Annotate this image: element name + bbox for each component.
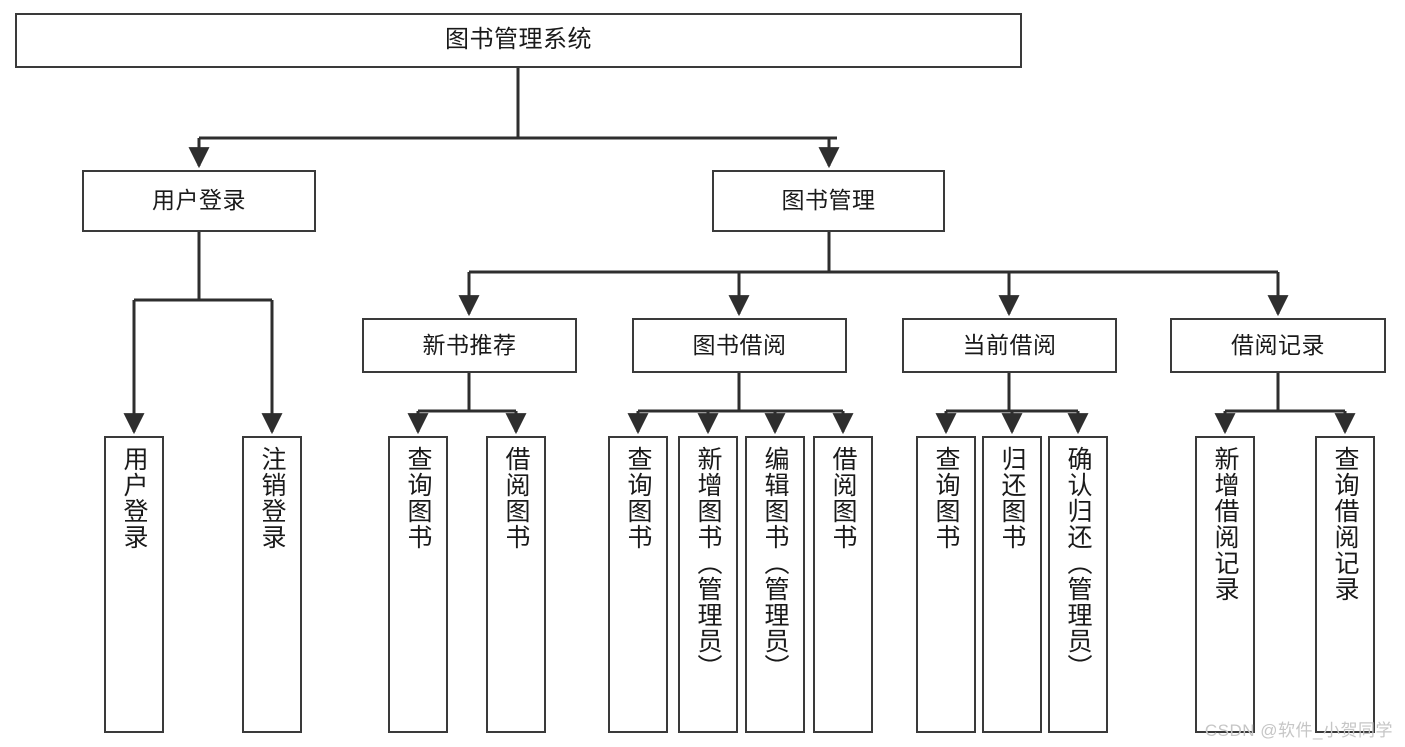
node-leaf-query-record[interactable]: 查询借阅记录 [1315, 436, 1375, 733]
csdn-watermark: CSDN @软件_小贺同学 [1204, 721, 1393, 740]
node-leaf-query-book-1[interactable]: 查询图书 [388, 436, 448, 733]
node-root[interactable]: 图书管理系统 [15, 13, 1022, 68]
node-book-borrow[interactable]: 图书借阅 [632, 318, 847, 373]
node-leaf-borrow-book-1-label: 借阅图书 [502, 446, 530, 550]
node-leaf-logout[interactable]: 注销登录 [242, 436, 302, 733]
node-leaf-query-record-label: 查询借阅记录 [1331, 446, 1359, 602]
node-leaf-edit-book-label: 编辑图书（管理员） [761, 446, 789, 680]
node-leaf-return-book-label: 归还图书 [998, 446, 1026, 550]
node-leaf-query-book-2-label: 查询图书 [624, 446, 652, 550]
node-leaf-confirm-return[interactable]: 确认归还（管理员） [1048, 436, 1108, 733]
node-leaf-query-book-3-label: 查询图书 [932, 446, 960, 550]
node-borrow-record-label: 借阅记录 [1231, 331, 1325, 358]
node-book-borrow-label: 图书借阅 [692, 331, 787, 358]
node-new-book-recommend[interactable]: 新书推荐 [362, 318, 577, 373]
node-leaf-borrow-book-2-label: 借阅图书 [829, 446, 857, 550]
node-leaf-logout-label: 注销登录 [258, 446, 286, 550]
node-leaf-query-book-3[interactable]: 查询图书 [916, 436, 976, 733]
node-leaf-add-book-label: 新增图书（管理员） [694, 446, 722, 680]
node-leaf-query-book-2[interactable]: 查询图书 [608, 436, 668, 733]
node-leaf-add-book[interactable]: 新增图书（管理员） [678, 436, 738, 733]
node-leaf-user-login[interactable]: 用户登录 [104, 436, 164, 733]
node-new-book-recommend-label: 新书推荐 [422, 331, 517, 358]
node-leaf-borrow-book-1[interactable]: 借阅图书 [486, 436, 546, 733]
node-leaf-confirm-return-label: 确认归还（管理员） [1064, 446, 1092, 680]
node-leaf-borrow-book-2[interactable]: 借阅图书 [813, 436, 873, 733]
node-current-borrow-label: 当前借阅 [962, 331, 1057, 358]
node-user-login-label: 用户登录 [152, 187, 246, 214]
node-root-label: 图书管理系统 [445, 26, 592, 54]
node-leaf-return-book[interactable]: 归还图书 [982, 436, 1042, 733]
node-leaf-add-record[interactable]: 新增借阅记录 [1195, 436, 1255, 733]
node-current-borrow[interactable]: 当前借阅 [902, 318, 1117, 373]
node-leaf-edit-book[interactable]: 编辑图书（管理员） [745, 436, 805, 733]
node-user-login[interactable]: 用户登录 [82, 170, 316, 232]
node-book-manage-label: 图书管理 [781, 187, 876, 214]
node-borrow-record[interactable]: 借阅记录 [1170, 318, 1386, 373]
node-leaf-user-login-label: 用户登录 [120, 446, 148, 550]
node-leaf-add-record-label: 新增借阅记录 [1211, 446, 1239, 602]
node-leaf-query-book-1-label: 查询图书 [404, 446, 432, 550]
node-book-manage[interactable]: 图书管理 [712, 170, 945, 232]
